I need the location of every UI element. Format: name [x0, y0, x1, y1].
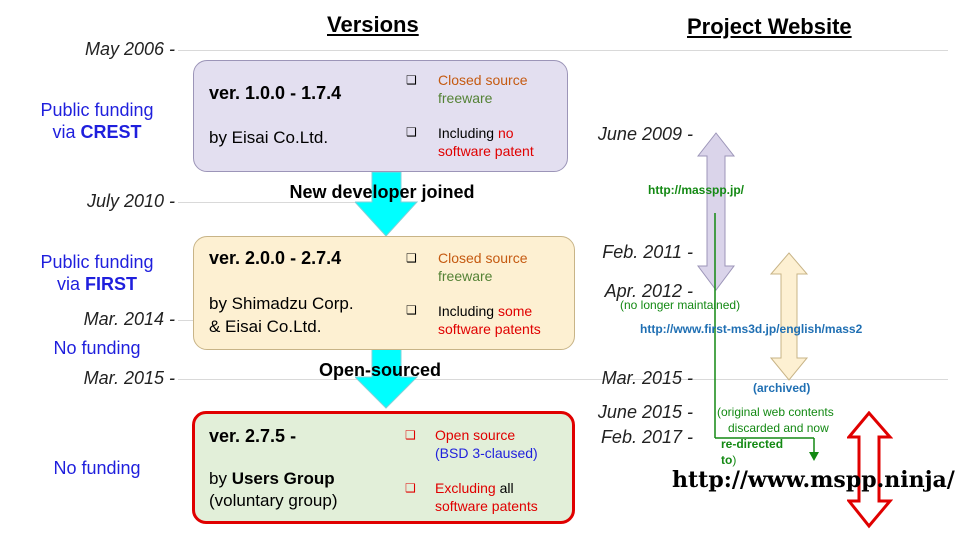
funding-crest-line1: Public funding	[40, 100, 154, 120]
date-mar-2015-right: Mar. 2015 -	[601, 368, 693, 388]
flow-arrow-2	[355, 349, 419, 409]
new-developer-joined-label: New developer joined	[289, 182, 475, 202]
date-june-2015: June 2015 -	[597, 402, 693, 422]
version-3-note-1b: (BSD 3-claused)	[435, 445, 538, 461]
version-3-note-2a: Excluding	[435, 480, 496, 496]
version-3-title: ver. 2.7.5 -	[209, 426, 297, 446]
version-1-note-2a: Including	[438, 125, 498, 141]
version-box-1: ver. 1.0.0 - 1.7.4 by Eisai Co.Ltd. ❑ Cl…	[193, 60, 568, 172]
date-apr-2012: Apr. 2012 -	[604, 281, 693, 301]
version-box-2: ver. 2.0.0 - 2.7.4 by Shimadzu Corp. & E…	[193, 236, 575, 350]
version-3-developer-name: Users Group	[231, 469, 335, 488]
url-mspp-ninja: http://www.mspp.ninja/	[672, 467, 955, 493]
checkbox-bullet-icon: ❑	[405, 481, 416, 495]
double-arrow-mspp-ninja	[847, 411, 893, 529]
date-may-2006: May 2006 -	[84, 39, 175, 59]
date-june-2009: June 2009 -	[597, 124, 693, 144]
version-1-note-2b: no	[497, 125, 514, 141]
redirected-to-word: to	[721, 453, 733, 467]
version-1-note-2: Including no software patent	[438, 124, 534, 160]
checkbox-bullet-icon: ❑	[406, 125, 417, 139]
url-first-ms3d: http://www.first-ms3d.jp/english/mass2	[640, 322, 863, 336]
version-2-note-1a: Closed source	[438, 250, 528, 266]
version-2-note-1: Closed source freeware	[438, 249, 528, 285]
archived-label: (archived)	[753, 381, 811, 395]
checkbox-bullet-icon: ❑	[406, 73, 417, 87]
version-2-note-1b: freeware	[438, 268, 493, 284]
gridline-may-2006	[178, 50, 948, 51]
version-2-note-2b: some	[497, 303, 533, 319]
double-arrow-masspp	[697, 132, 736, 291]
redirected-label: re-directed	[721, 437, 784, 451]
no-longer-maintained-label: (no longer maintained)	[620, 298, 741, 312]
redirected-to-label: to)	[721, 453, 736, 467]
funding-crest-name: CREST	[80, 122, 142, 142]
checkbox-bullet-icon: ❑	[405, 428, 416, 442]
version-2-note-2c: software patents	[438, 321, 541, 337]
funding-first-name: FIRST	[85, 274, 137, 294]
date-feb-2017: Feb. 2017 -	[600, 427, 693, 447]
redirected-paren: )	[732, 453, 737, 467]
version-3-developer-1: by Users Group	[209, 468, 335, 490]
funding-crest: Public funding via CREST	[22, 99, 172, 143]
gridline-mar-2014	[178, 320, 198, 321]
version-2-note-2a: Including	[438, 303, 498, 319]
no-funding-2: No funding	[53, 458, 141, 478]
version-2-developer-1: by Shimadzu Corp.	[209, 294, 354, 313]
checkbox-bullet-icon: ❑	[406, 303, 417, 317]
version-1-note-1a: Closed source	[438, 72, 528, 88]
versions-header: Versions	[327, 12, 419, 37]
version-3-note-2: Excluding all software patents	[435, 479, 538, 515]
gridline-july-2010	[178, 202, 368, 203]
version-2-note-2: Including some software patents	[438, 302, 541, 338]
double-arrow-first	[770, 252, 809, 381]
date-mar-2014: Mar. 2014 -	[83, 309, 175, 329]
original-contents-line1: (original web contents	[717, 405, 834, 419]
version-3-note-2c: software patents	[435, 498, 538, 514]
version-3-note-1a: Open source	[435, 427, 516, 443]
version-2-title: ver. 2.0.0 - 2.7.4	[209, 248, 342, 268]
version-3-note-1: Open source (BSD 3-claused)	[435, 426, 538, 462]
version-1-note-1b: freeware	[438, 90, 493, 106]
url-masspp-jp: http://masspp.jp/	[648, 183, 744, 197]
flow-arrow-1	[355, 172, 419, 237]
funding-crest-prefix: via	[52, 122, 81, 142]
date-mar-2015-left: Mar. 2015 -	[83, 368, 175, 388]
date-july-2010: July 2010 -	[86, 191, 175, 211]
version-box-3: ver. 2.7.5 - by Users Group (voluntary g…	[192, 411, 575, 524]
version-1-note-1: Closed source freeware	[438, 71, 528, 107]
funding-first: Public funding via FIRST	[22, 251, 172, 295]
funding-first-line1: Public funding	[40, 252, 154, 272]
gridline-mar-2015	[178, 379, 948, 380]
redirect-line	[714, 213, 819, 461]
version-1-developer: by Eisai Co.Ltd.	[209, 128, 329, 147]
no-funding-1: No funding	[53, 338, 141, 358]
open-sourced-label: Open-sourced	[318, 360, 442, 380]
version-1-title: ver. 1.0.0 - 1.7.4	[209, 83, 342, 103]
version-3-developer-2: (voluntary group)	[209, 491, 338, 510]
checkbox-bullet-icon: ❑	[406, 251, 417, 265]
project-website-header: Project Website	[687, 14, 852, 39]
version-2-developer-2: & Eisai Co.Ltd.	[209, 317, 322, 336]
date-feb-2011: Feb. 2011 -	[602, 242, 693, 262]
version-3-note-2b: all	[495, 480, 514, 496]
original-contents-line2: discarded and now	[728, 421, 829, 435]
funding-first-prefix: via	[56, 274, 85, 294]
version-3-developer-prefix: by	[209, 469, 232, 488]
version-1-note-2c: software patent	[438, 143, 534, 159]
